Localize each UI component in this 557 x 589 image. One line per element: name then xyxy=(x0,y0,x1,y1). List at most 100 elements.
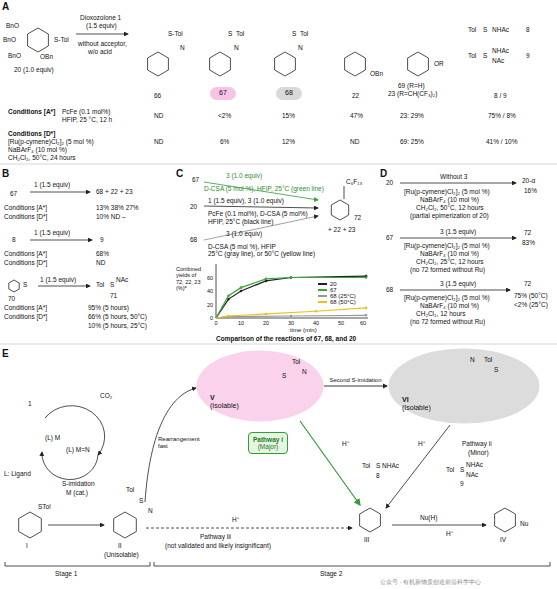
text-label: (no 72 formed without Ru) xyxy=(410,318,485,325)
text-label: Tol xyxy=(236,30,244,37)
text-label: HFIP, 25 °C, 12 h xyxy=(62,116,112,123)
text-label: Tol xyxy=(126,486,134,493)
text-label: HFIP, 25°C (black line) xyxy=(208,218,273,225)
text-label: 66 xyxy=(154,92,161,99)
text-label: 69 (R=H) xyxy=(398,82,425,89)
text-label: S-Tol xyxy=(54,36,69,43)
ring-structure xyxy=(210,52,231,76)
text-label: Tol xyxy=(446,466,454,473)
text-label: 68 xyxy=(386,286,393,293)
text-label: [Ru(p-cymene)Cl₂]₂ (5 mol %) xyxy=(404,242,490,249)
text-label: H⁺ xyxy=(232,516,239,523)
text-label: 50 xyxy=(338,320,344,326)
text-label: S-imidation xyxy=(62,480,95,487)
text-label: (Unisolable) xyxy=(104,551,139,558)
text-label: 25°C (gray line), or 50°C (yellow line) xyxy=(208,250,315,257)
text-label: H⁺ xyxy=(446,530,453,537)
text-label: S xyxy=(282,372,286,379)
ring-structure xyxy=(495,508,516,532)
text-label: Nu(H) xyxy=(420,514,437,521)
data-point xyxy=(315,310,318,313)
text-label: NAc xyxy=(492,57,504,64)
text-label: 70 xyxy=(8,295,15,302)
text-label: 67 xyxy=(10,190,17,197)
text-label: 1 (1.5 equiv) xyxy=(34,229,70,236)
data-point xyxy=(240,290,243,293)
text-label: H⁺ xyxy=(418,440,425,447)
text-label: N xyxy=(302,368,307,375)
text-label: 0 xyxy=(210,315,213,321)
ring-structure xyxy=(331,200,348,220)
legend-swatch xyxy=(318,289,327,291)
text-label: 1 (1.5 equiv), 3 (1.0 equiv) xyxy=(208,197,284,204)
text-label: S xyxy=(23,281,27,288)
text-label: Conditions [A*] xyxy=(4,304,47,311)
text-label: S xyxy=(483,26,487,33)
text-label: 8 / 9 xyxy=(494,92,507,99)
node-title: VI xyxy=(402,396,409,404)
ring-structure xyxy=(408,52,429,76)
ellipse-outline xyxy=(388,348,540,424)
text-label: 20-α xyxy=(522,177,535,184)
text-label: (1.5 equiv) xyxy=(86,22,117,29)
text-label: 23 (R=CH(CF₃)₂) xyxy=(388,90,437,97)
text-label: Rearrangement fast xyxy=(158,436,202,450)
text-label: Comparison of the reactions of 67, 68, a… xyxy=(216,335,356,342)
text-label: ND xyxy=(96,259,105,266)
text-label: (Minor) xyxy=(468,449,489,456)
text-label: NHAc xyxy=(382,462,399,469)
text-label: NHAc xyxy=(492,26,509,33)
text-label: 13% 38% 27% xyxy=(96,204,139,211)
text-label: (L) M xyxy=(45,434,60,441)
text-label: 15% xyxy=(282,112,295,119)
ring-structure xyxy=(345,52,366,76)
text-label: 67 xyxy=(386,234,393,241)
text-label: 3 (1.5 equiv) xyxy=(440,280,476,287)
text-label: NHAc xyxy=(492,47,509,54)
text-label: NaBArF₄ (10 mol %) xyxy=(420,196,479,203)
text-label: <2% (25°C) xyxy=(514,301,548,308)
text-label: H⁺ xyxy=(342,440,349,447)
connector-arrow xyxy=(324,386,387,387)
text-label: E xyxy=(2,348,9,360)
data-point xyxy=(365,276,368,279)
text-label: 22 xyxy=(352,92,359,99)
text-label: 47% xyxy=(350,112,363,119)
text-label: 公众号 · 有机新物质创造前沿科学中心 xyxy=(380,579,481,586)
text-label: BnO xyxy=(6,22,19,29)
data-curve xyxy=(216,276,366,318)
text-label: [Ru(p-cymene)Cl₂]₂ (5 mol %) xyxy=(404,294,490,301)
text-label: Conditions [D*] xyxy=(8,130,55,137)
text-label: 23: 29% xyxy=(400,112,424,119)
data-point xyxy=(290,315,293,318)
text-label: 71 xyxy=(110,292,117,299)
compound-highlight: 67 xyxy=(210,87,236,100)
legend-swatch xyxy=(318,295,327,297)
text-label: III xyxy=(364,536,369,543)
text-label: NaBArF₄ (10 mol %) xyxy=(420,302,479,309)
data-point xyxy=(227,294,230,297)
text-label: (no 72 formed without Ru) xyxy=(410,266,485,273)
legend-text: 67 xyxy=(330,287,337,293)
text-label: Pathway ii xyxy=(462,440,492,447)
text-label: 8 xyxy=(526,26,530,33)
text-label: Tol xyxy=(362,462,370,469)
text-label: [Ru(p-cymene)Cl₂]₂ (5 mol %) xyxy=(404,188,490,195)
text-label: 0 xyxy=(214,320,217,326)
text-label: I xyxy=(26,542,28,549)
text-label: Conditions [A*] xyxy=(4,204,47,211)
legend-row: 68 (25°C) xyxy=(318,293,356,299)
text-label: S-Tol xyxy=(168,30,183,37)
text-label: STol xyxy=(38,503,51,510)
text-label: Without 3 xyxy=(440,173,467,180)
text-label: 60 xyxy=(207,275,213,281)
ring-structure xyxy=(19,512,42,538)
node-title: 67 xyxy=(219,89,227,97)
data-point xyxy=(227,315,230,318)
text-label: Conditions [D*] xyxy=(4,313,47,320)
text-label: 83% xyxy=(522,239,535,246)
data-curve xyxy=(216,308,366,318)
text-label: without acceptor, xyxy=(78,40,127,47)
text-label: time (min) xyxy=(290,327,317,334)
edge-label: Second S-imidation xyxy=(328,377,382,384)
